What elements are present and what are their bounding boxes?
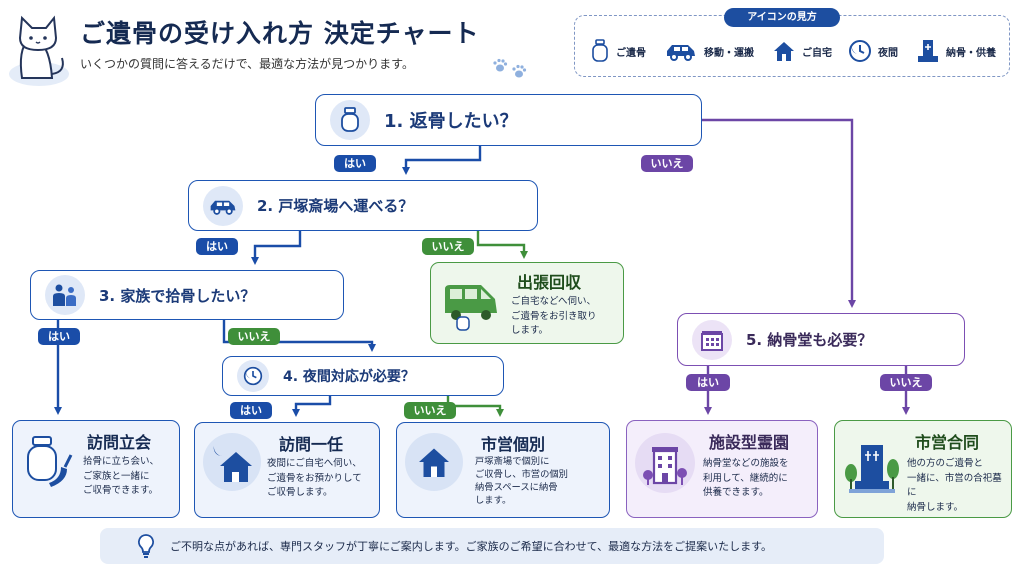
result-title: 出張回収 <box>517 273 582 292</box>
legend-label: ご自宅 <box>802 47 832 59</box>
legend-item-night: 夜間 <box>848 38 898 64</box>
result-title: 市営合同 <box>915 433 980 452</box>
footer-text: ご不明な点があれば、専門スタッフが丁寧にご案内します。ご家族のご希望に合わせて、… <box>170 540 773 553</box>
urn-icon <box>330 100 370 140</box>
result-description: 拾骨に立ち会い、 ご家族と一緒に ご収骨できます。 <box>83 456 160 496</box>
urn-icon <box>592 39 608 62</box>
result-description: 戸塚斎場で個別に ご収骨し、市営の個別 納骨スペースに納骨 します。 <box>475 456 568 506</box>
connector-q1-no <box>702 118 856 308</box>
question-label: 4. 夜間対応が必要？ <box>283 369 415 385</box>
result-description: 他の方のご遺骨と 一緒に、市営の合祀墓に 納骨します。 <box>907 458 1002 513</box>
legend-item-car: 移動・運搬 <box>664 38 754 64</box>
family-icon <box>45 275 85 315</box>
q4-no-label: いいえ <box>404 402 456 419</box>
paw-prints-icon <box>490 52 530 84</box>
moon-icon <box>237 360 269 392</box>
legend-label: 移動・運搬 <box>704 47 754 59</box>
q5-no-label: いいえ <box>880 374 932 391</box>
night-house-icon <box>203 433 261 491</box>
connector-q3-no <box>222 320 376 352</box>
legend-item-urn: ご遺骨 <box>590 38 646 64</box>
connector-q1-yes <box>402 146 482 175</box>
result-shiei-goudou-card: 市営合同 他の方のご遺骨と 一緒に、市営の合祀墓に 納骨します。 <box>834 420 1012 518</box>
legend-item-house: ご自宅 <box>772 38 832 64</box>
result-title: 施設型霊園 <box>709 433 790 452</box>
lightbulb-icon <box>138 534 154 558</box>
q1-yes-label: はい <box>334 155 376 172</box>
question-label: 2. 戸塚斎場へ運べる？ <box>257 197 414 215</box>
question-5-box: 5. 納骨堂も必要？ <box>677 313 965 366</box>
legend-label: 夜間 <box>878 47 898 59</box>
result-houmon-ichinin-card: 訪問一任 夜間にご自宅へ伺い、 ご遺骨をお預かりして ご収骨します。 <box>194 422 380 518</box>
result-description: 納骨堂などの施設を 利用して、継続的に 供養できます。 <box>703 458 789 498</box>
page-subtitle: いくつかの質問に答えるだけで、最適な方法が見つかります。 <box>80 57 414 71</box>
q3-no-label: いいえ <box>228 328 280 345</box>
question-1-box: 1. 返骨したい？ <box>315 94 702 146</box>
result-title: 訪問一任 <box>279 435 344 454</box>
urn-scoop-icon <box>21 431 73 495</box>
connector-q4-yes <box>292 396 332 417</box>
question-label: 5. 納骨堂も必要？ <box>746 331 873 349</box>
house-icon <box>774 42 794 61</box>
legend-label: 納骨・供養 <box>946 47 996 59</box>
question-2-box: 2. 戸塚斎場へ運べる？ <box>188 180 538 231</box>
question-label: 3. 家族で拾骨したい？ <box>99 286 256 305</box>
facility-icon <box>692 319 732 360</box>
question-3-box: 3. 家族で拾骨したい？ <box>30 270 344 320</box>
q5-yes-label: はい <box>686 374 730 391</box>
legend-item-grave: 納骨・供養 <box>916 38 996 64</box>
q1-no-label: いいえ <box>641 155 693 172</box>
car-icon <box>203 185 243 226</box>
result-shutcho-card: 出張回収 ご自宅などへ伺い、 ご遺骨をお引き取り します。 <box>430 262 624 344</box>
q2-no-label: いいえ <box>422 238 474 255</box>
result-houmon-tachiai-card: 訪問立会 拾骨に立ち会い、 ご家族と一緒に ご収骨できます。 <box>12 420 180 518</box>
night-clock-icon <box>849 40 871 62</box>
q3-yes-label: はい <box>38 328 80 345</box>
car-icon <box>667 45 695 61</box>
connector-q4-no <box>446 396 504 417</box>
house-icon <box>405 433 463 491</box>
result-description: 夜間にご自宅へ伺い、 ご遺骨をお預かりして ご収骨します。 <box>267 458 362 498</box>
result-description: ご自宅などへ伺い、 ご遺骨をお引き取り します。 <box>511 296 597 336</box>
result-shisetsu-card: 施設型霊園 納骨堂などの施設を 利用して、継続的に 供養できます。 <box>626 420 818 518</box>
building-icon <box>635 433 695 493</box>
q2-yes-label: はい <box>196 238 238 255</box>
cat-mascot <box>6 8 72 88</box>
legend-label: ご遺骨 <box>616 47 646 59</box>
result-title: 市営個別 <box>481 435 546 454</box>
result-title: 訪問立会 <box>87 433 152 452</box>
van-icon <box>441 275 501 335</box>
connector-q2-no <box>476 231 528 259</box>
question-4-box: 4. 夜間対応が必要？ <box>222 356 504 396</box>
grave-icon <box>918 40 938 62</box>
connector-q2-yes <box>251 231 302 265</box>
question-label: 1. 返骨したい？ <box>384 111 518 132</box>
result-shiei-kobetsu-card: 市営個別 戸塚斎場で個別に ご収骨し、市営の個別 納骨スペースに納骨 します。 <box>396 422 610 518</box>
q4-yes-label: はい <box>230 402 272 419</box>
legend-title: アイコンの見方 <box>724 8 840 27</box>
grave-icon <box>843 435 901 499</box>
page-title: ご遺骨の受け入れ方 決定チャート <box>80 19 480 48</box>
footer-note: ご不明な点があれば、専門スタッフが丁寧にご案内します。ご家族のご希望に合わせて、… <box>100 528 884 564</box>
